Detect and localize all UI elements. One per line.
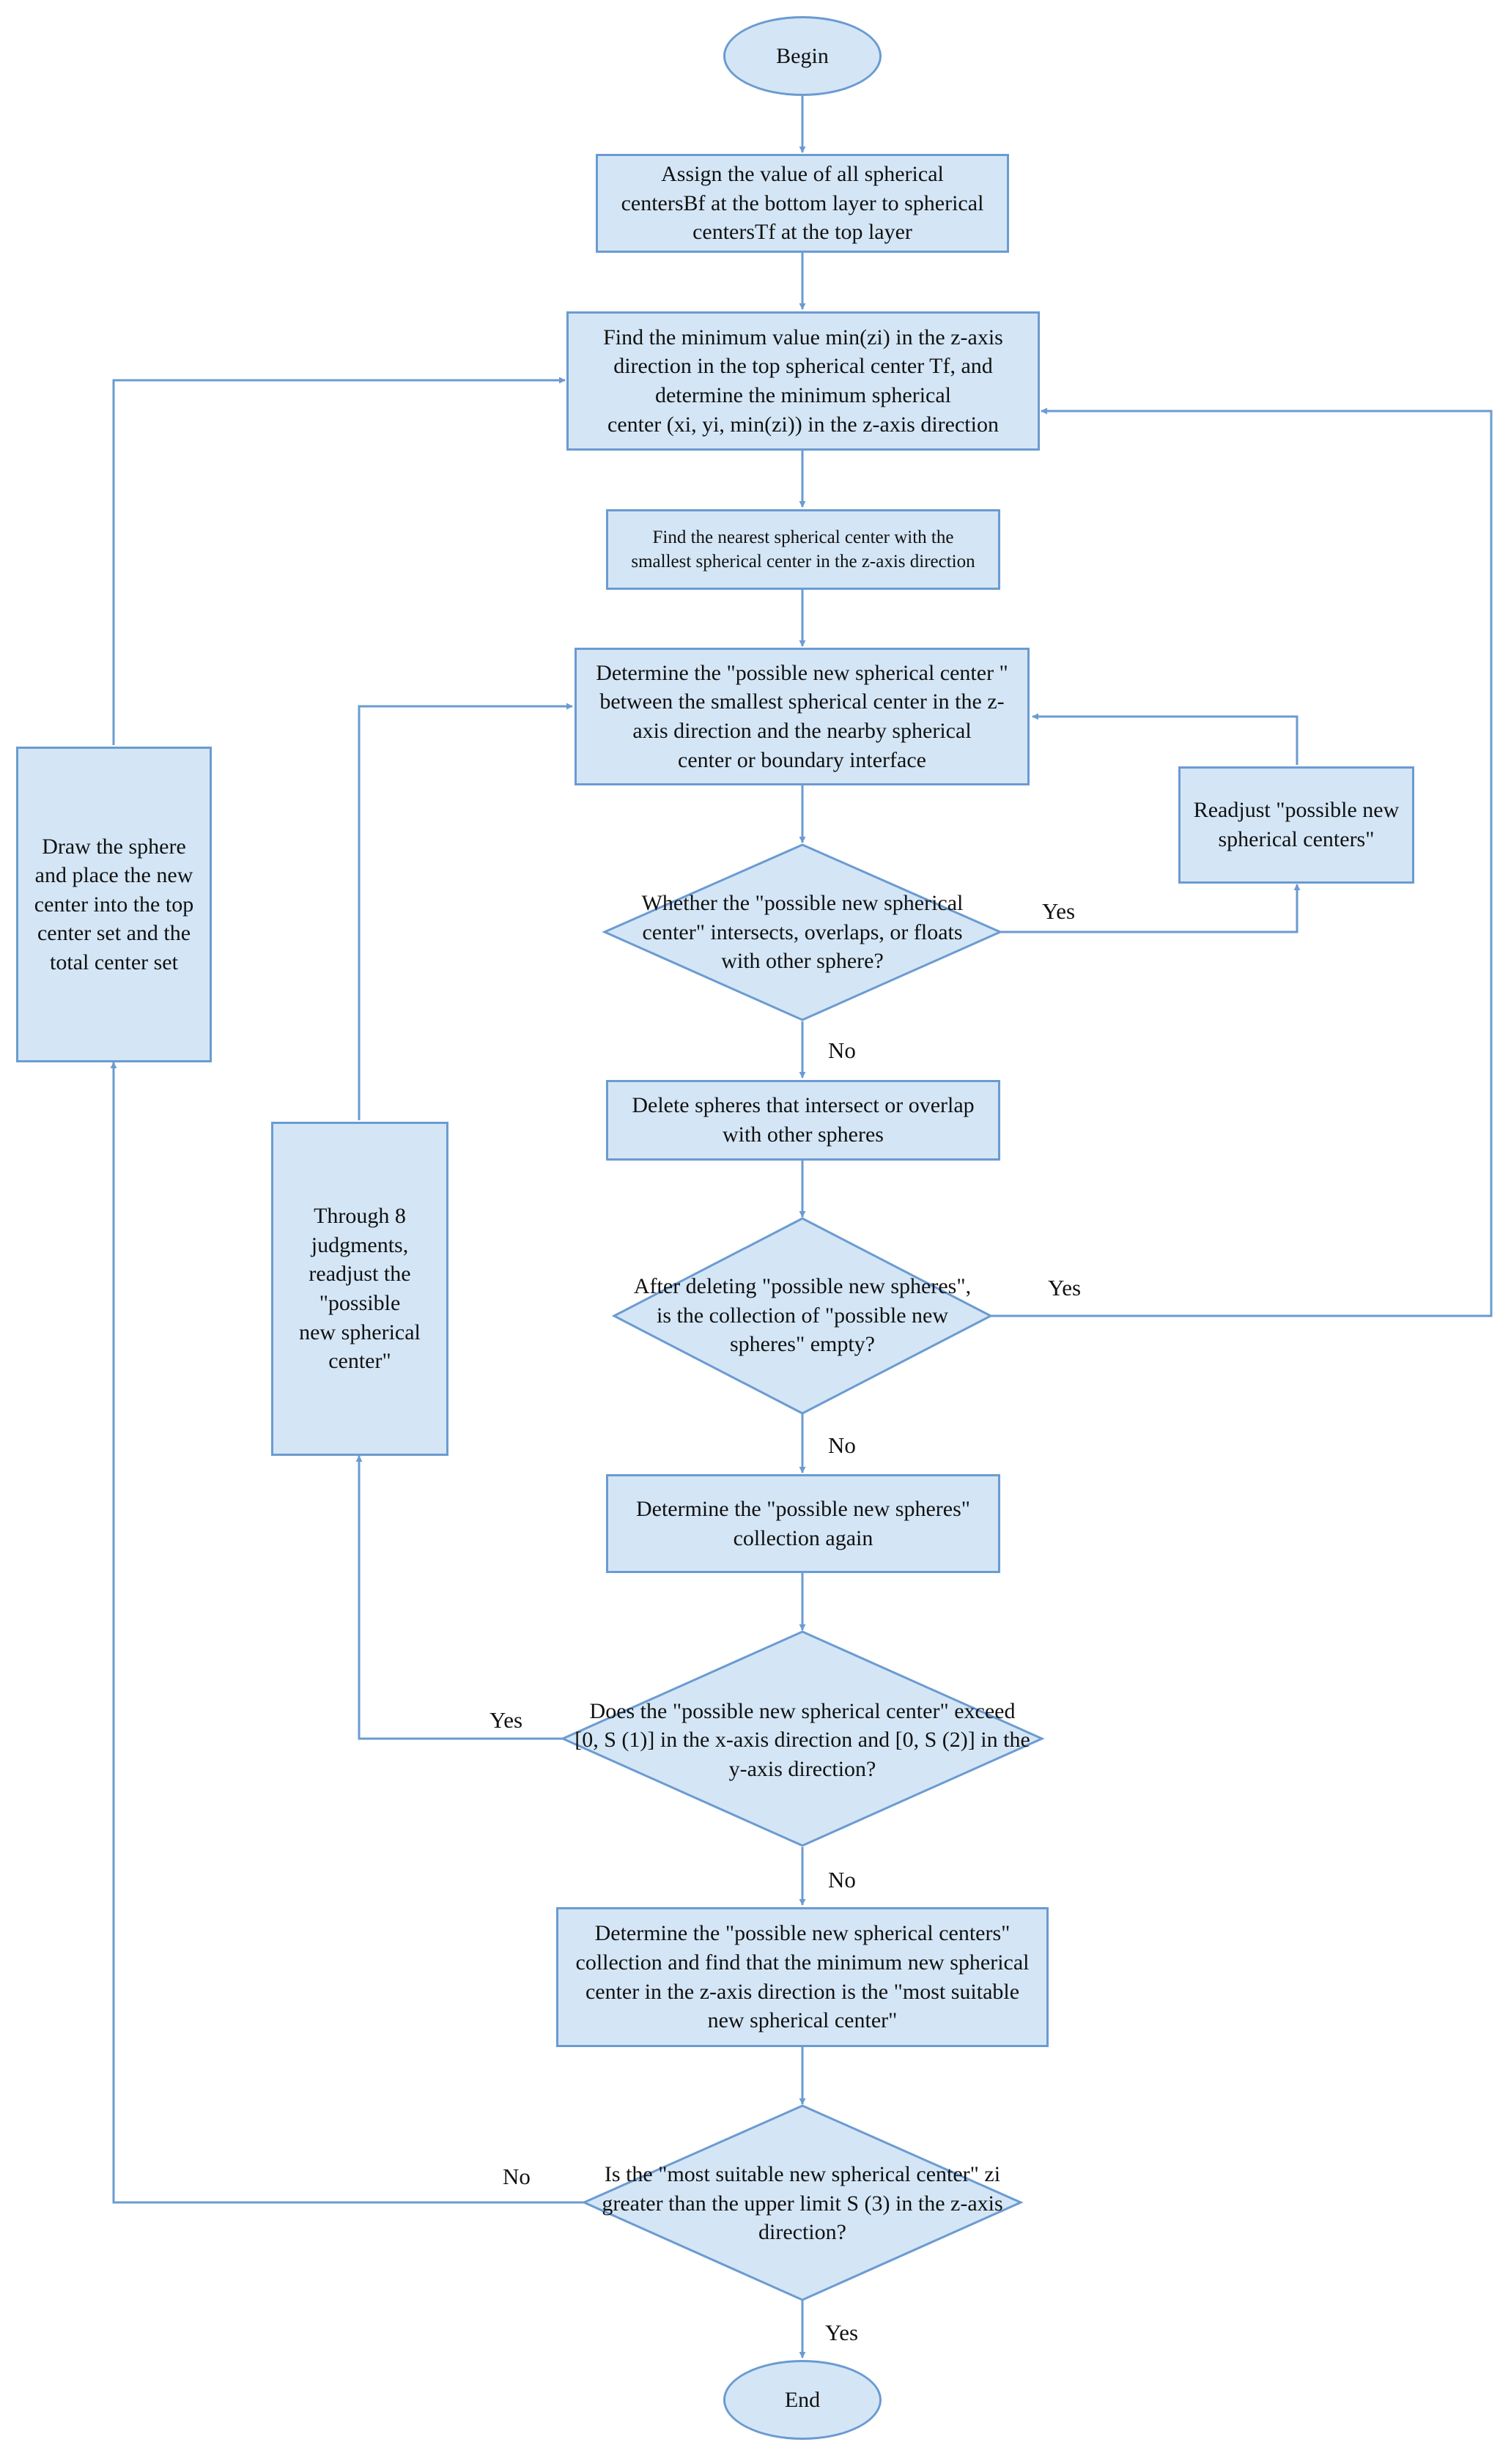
find-nearest-box: Find the nearest spherical center with t…	[606, 509, 1000, 590]
decision-exceed-text: Does the "possible new spherical center"…	[542, 1692, 1063, 1788]
decision-empty-text: After deleting "possible new spheres", i…	[597, 1266, 1008, 1365]
determine-again-line-1: Determine the "possible new spheres"	[635, 1496, 971, 1521]
assign-line-1: Assign the value of all spherical	[661, 162, 944, 187]
through8-line-6: center"	[328, 1349, 391, 1374]
decision-greater-line-1: Is the "most suitable new spherical cent…	[604, 2162, 1001, 2187]
decision-intersect-line-3: with other sphere?	[721, 949, 884, 974]
draw-sphere-line-4: center set and the	[37, 921, 191, 946]
through8-line-1: Through 8	[314, 1204, 406, 1229]
begin-label: Begin	[776, 43, 829, 68]
label-no-intersect: No	[828, 1037, 856, 1063]
readjust-line-2: spherical centers"	[1218, 827, 1375, 851]
label-no-greater: No	[503, 2164, 531, 2189]
through8-line-3: readjust the	[309, 1262, 411, 1287]
label-yes-readjust: Yes	[1042, 898, 1076, 924]
decision-greater-text: Is the "most suitable new spherical cent…	[564, 2154, 1041, 2253]
arrow-through8-determine	[358, 703, 573, 1120]
determine-possible-line-4: center or boundary interface	[678, 747, 926, 772]
draw-sphere-line-2: and place the new	[34, 863, 193, 888]
delete-spheres-line-1: Delete spheres that intersect or overlap	[632, 1093, 975, 1118]
find-min-line-1: Find the minimum value min(zi) in the z-…	[603, 325, 1003, 349]
determine-possible-line-1: Determine the "possible new spherical ce…	[596, 660, 1008, 685]
through8-line-2: judgments,	[311, 1232, 409, 1257]
decision-exceed-line-1: Does the "possible new spherical center"…	[589, 1698, 1016, 1723]
find-nearest-line-2: smallest spherical center in the z-axis …	[631, 552, 975, 571]
decision-greater-diamond	[581, 2104, 1024, 2301]
end-terminal: End	[723, 2360, 882, 2440]
begin-terminal: Begin	[723, 16, 882, 96]
draw-sphere-line-3: center into the top	[34, 892, 194, 917]
arrow-readjust-determine	[1032, 713, 1298, 765]
find-min-line-3: determine the minimum spherical	[654, 383, 952, 407]
most-suitable-line-3: center in the z-axis direction is the "m…	[585, 1979, 1020, 2004]
readjust-box: Readjust "possible new spherical centers…	[1178, 766, 1414, 884]
decision-exceed-line-3: y-axis direction?	[728, 1756, 876, 1781]
label-yes-empty: Yes	[1048, 1275, 1082, 1301]
decision-intersect-line-2: center" intersects, overlaps, or floats	[642, 920, 963, 944]
draw-sphere-box: Draw the sphere and place the new center…	[16, 747, 212, 1062]
determine-possible-line-3: axis direction and the nearby spherical	[632, 719, 972, 743]
readjust-line-1: Readjust "possible new	[1193, 798, 1400, 823]
end-label: End	[784, 2387, 821, 2412]
delete-spheres-box: Delete spheres that intersect or overlap…	[606, 1080, 1000, 1161]
arrow-decision4-draw	[110, 1062, 584, 2204]
find-min-box: Find the minimum value min(zi) in the z-…	[566, 311, 1040, 451]
arrow-draw-findmin	[112, 377, 566, 745]
delete-spheres-line-2: with other spheres	[723, 1122, 884, 1147]
assign-box: Assign the value of all spherical center…	[596, 154, 1009, 253]
find-min-line-2: direction in the top spherical center Tf…	[613, 354, 993, 379]
most-suitable-line-2: collection and find that the minimum new…	[575, 1950, 1030, 1975]
find-nearest-line-1: Find the nearest spherical center with t…	[652, 528, 954, 547]
decision-intersect-line-1: Whether the "possible new spherical	[641, 891, 964, 916]
determine-again-box: Determine the "possible new spheres" col…	[606, 1474, 1000, 1573]
most-suitable-line-4: new spherical center"	[707, 2008, 898, 2033]
decision-empty-line-2: is the collection of "possible new	[657, 1303, 948, 1328]
through8-line-5: new spherical	[299, 1320, 421, 1344]
decision-exceed-line-2: [0, S (1)] in the x-axis direction and […	[575, 1728, 1030, 1753]
arrow-decision2-findmin	[991, 407, 1493, 1317]
draw-sphere-line-5: total center set	[50, 950, 178, 974]
decision-intersect-diamond	[602, 843, 1003, 1021]
decision-exceed-diamond	[560, 1630, 1045, 1847]
determine-possible-box: Determine the "possible new spherical ce…	[575, 648, 1030, 785]
decision-empty-line-1: After deleting "possible new spheres",	[633, 1274, 972, 1299]
draw-sphere-line-1: Draw the sphere	[42, 834, 186, 859]
decision-greater-line-2: greater than the upper limit S (3) in th…	[602, 2191, 1003, 2216]
label-no-empty: No	[828, 1432, 856, 1458]
decision-intersect-text: Whether the "possible new spherical cent…	[597, 883, 1008, 982]
decision-empty-line-3: spheres" empty?	[729, 1332, 876, 1357]
label-yes-greater: Yes	[825, 2320, 859, 2345]
most-suitable-line-1: Determine the "possible new spherical ce…	[594, 1921, 1011, 1946]
determine-possible-line-2: between the smallest spherical center in…	[599, 689, 1005, 714]
through8-line-4: "possible	[319, 1291, 401, 1315]
find-min-line-4: center (xi, yi, min(zi)) in the z-axis d…	[607, 412, 999, 437]
label-no-exceed: No	[828, 1867, 856, 1893]
through8-box: Through 8 judgments, readjust the "possi…	[271, 1122, 448, 1456]
decision-greater-line-3: direction?	[758, 2220, 846, 2245]
arrow-decision1-readjust	[1000, 884, 1301, 933]
most-suitable-box: Determine the "possible new spherical ce…	[556, 1907, 1049, 2047]
decision-empty-diamond	[611, 1217, 994, 1415]
assign-line-2: centersBf at the bottom layer to spheric…	[621, 190, 984, 215]
arrow-decision3-through8	[355, 1455, 563, 1740]
determine-again-line-2: collection again	[733, 1525, 873, 1550]
assign-line-3: centersTf at the top layer	[692, 220, 912, 245]
label-yes-exceed: Yes	[489, 1707, 523, 1733]
